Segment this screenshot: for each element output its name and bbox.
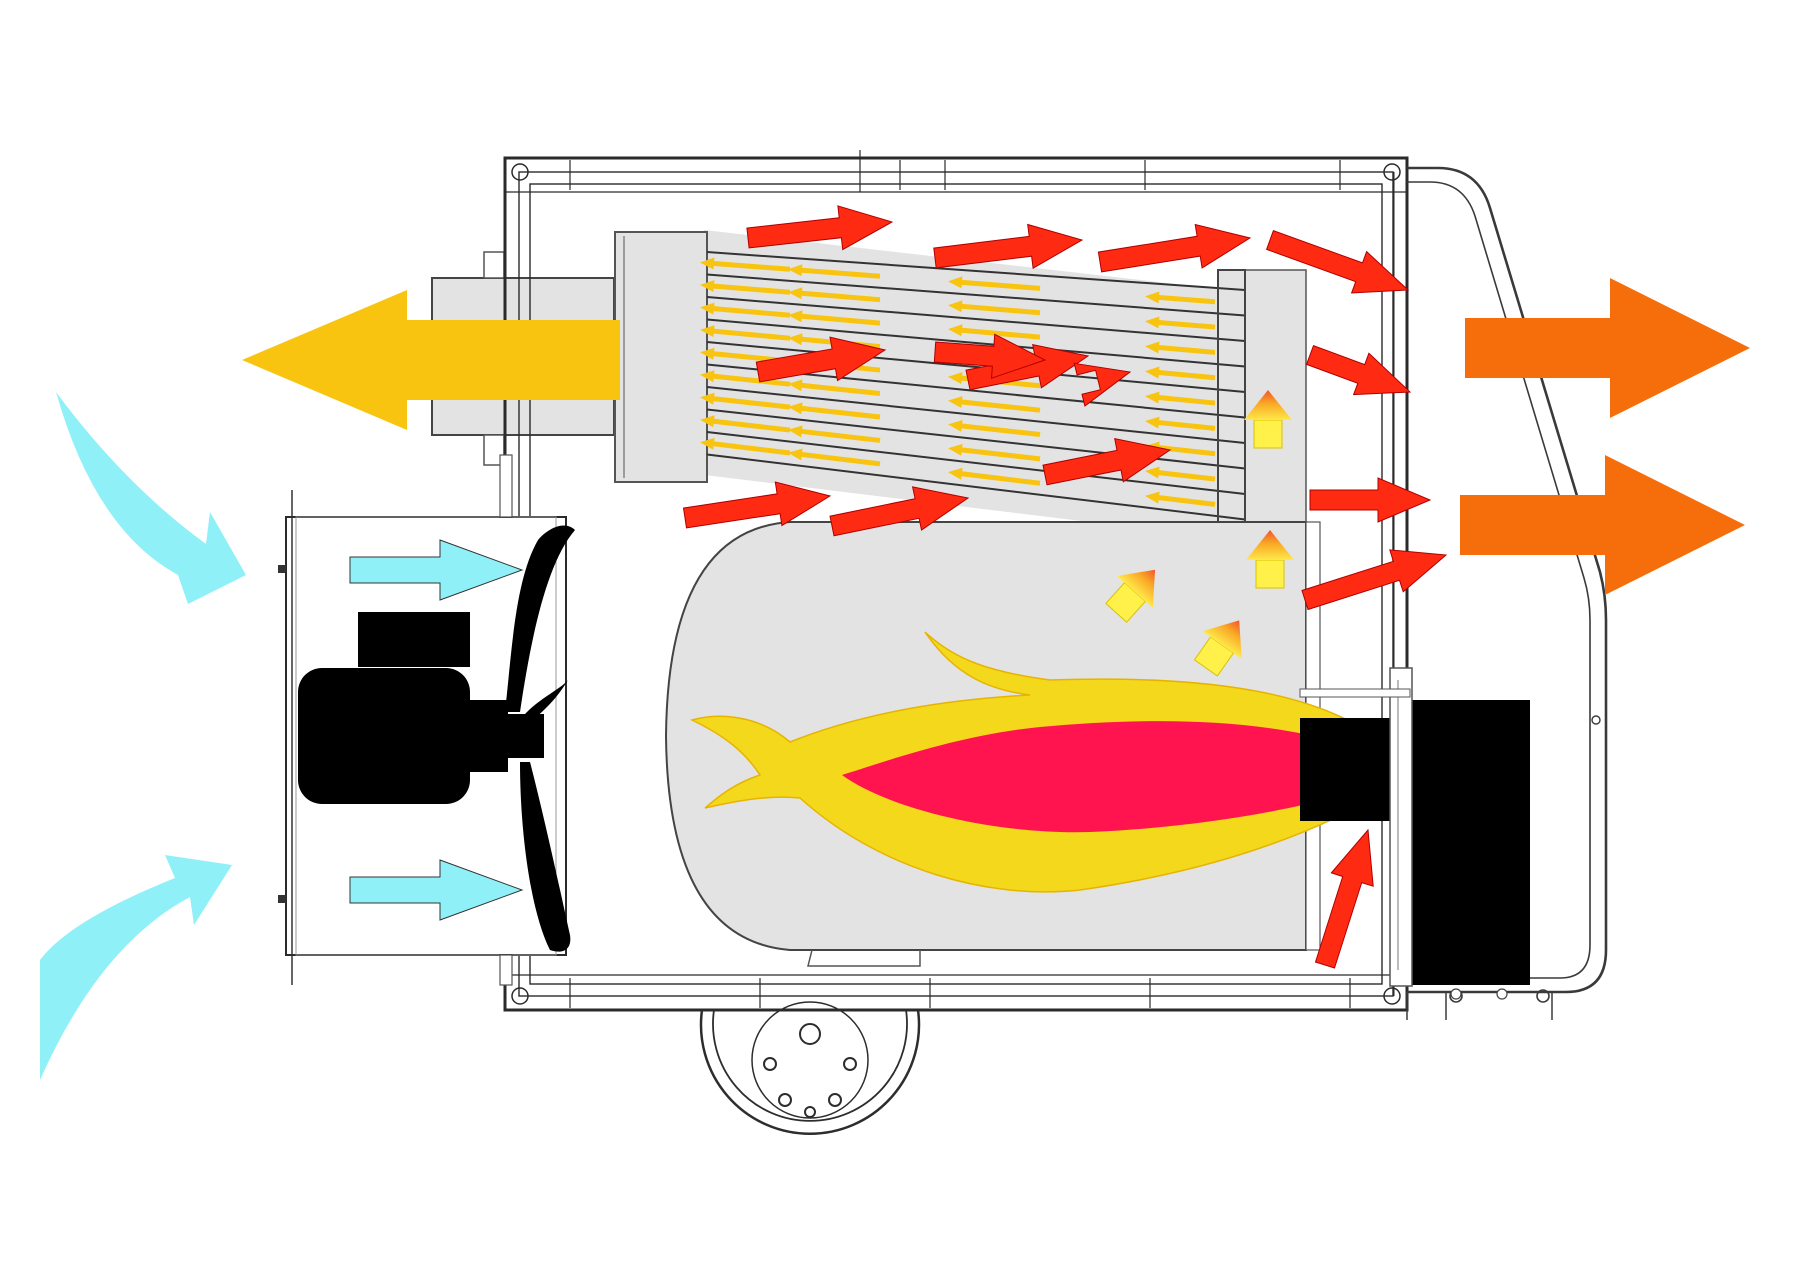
flue-tube-arrow (948, 420, 1041, 437)
flue-tube-arrow (1145, 366, 1216, 381)
rising-heat-arrow (1193, 620, 1242, 677)
intake-straight-arrow (349, 859, 524, 921)
flue-tube-arrow (788, 264, 881, 279)
tube-line (706, 251, 1246, 291)
combustion-arrow (755, 336, 887, 383)
combustion-arrow (682, 481, 832, 529)
tube-line (706, 273, 1246, 317)
intake-straight-arrow (349, 539, 524, 601)
flue-tube-arrow (1145, 416, 1216, 431)
fan-motor (298, 612, 544, 804)
tube-line (706, 296, 1246, 342)
combustion-arrow (1314, 828, 1374, 969)
flue-tube-arrow (1145, 391, 1216, 406)
flue-tube-arrow (1145, 491, 1216, 507)
flue-tube-arrow (1145, 441, 1216, 457)
flue-tube-arrow (948, 324, 1041, 340)
combustion-arrow (746, 205, 894, 251)
tube-line (706, 341, 1246, 393)
combustion-arrow (1301, 549, 1448, 611)
flue-tube-arrow (1145, 341, 1216, 355)
handle (1406, 166, 1608, 1020)
flue-tube-arrow (788, 379, 881, 396)
warm-air-output-arrow (1460, 455, 1745, 595)
rising-heat-indicators (1105, 390, 1294, 677)
flue-tube-arrow (948, 443, 1041, 462)
flue-gas-flow (242, 257, 1216, 507)
burner (1299, 667, 1530, 1000)
cold-air-intake-flow (40, 392, 524, 1080)
rising-heat-arrow (1105, 569, 1156, 623)
flue-tube-arrow (700, 415, 791, 433)
flue-tube-arrow (700, 302, 791, 318)
heat-exchanger (614, 230, 1307, 541)
flame (689, 631, 1417, 893)
tube-line (706, 386, 1246, 444)
warm-air-output-arrow (1465, 278, 1750, 418)
flue-tube-arrow (700, 325, 791, 341)
flue-tube-arrow (948, 467, 1041, 486)
tube-line (706, 453, 1246, 521)
combustion-arrow (933, 223, 1084, 270)
flue-tube-arrow (700, 370, 791, 387)
flue-tube-arrow (948, 396, 1041, 413)
combustion-arrow (1309, 477, 1432, 523)
combustion-gas-flow (682, 205, 1448, 969)
flue-tube-arrow (948, 300, 1041, 316)
tube-line (706, 318, 1246, 368)
flue-tube-arrow (948, 276, 1041, 291)
flue-tube-arrow (700, 280, 791, 295)
flue-tube-arrow (1145, 291, 1216, 305)
combustion-arrow (965, 343, 1090, 391)
combustion-arrow (1265, 229, 1410, 294)
flue-main-arrow (242, 290, 620, 430)
flue-tube-arrow (700, 437, 791, 456)
combustion-arrow (933, 333, 1047, 379)
warm-air-output-flow (1460, 278, 1750, 595)
combustion-arrow (1042, 437, 1172, 486)
flue-tube-arrow (788, 287, 881, 303)
flue-tube-arrow (788, 425, 881, 443)
intake-curved-arrow (56, 392, 246, 604)
flue-tube-arrow (1145, 466, 1216, 482)
heat-exchanger-tubes (706, 251, 1246, 521)
wheel (699, 1001, 921, 1135)
rising-heat-arrow (1246, 530, 1294, 589)
flue-tube-arrow (788, 402, 881, 420)
combustion-arrow (1097, 223, 1252, 273)
fan-blades (505, 525, 575, 952)
flue-tube-arrow (700, 257, 791, 272)
combustion-arrow (829, 486, 970, 537)
rising-heat-arrow (1244, 390, 1292, 449)
combustion-arrow (1305, 344, 1412, 396)
flue-tube-arrow (700, 392, 791, 410)
tube-line (706, 431, 1246, 495)
combustion-arrow (1073, 362, 1132, 407)
flue-tube-arrow (788, 448, 881, 467)
flue-tube-arrow (1145, 316, 1216, 330)
flue-tube-arrow (788, 310, 881, 326)
intake-curved-arrow (40, 855, 232, 1080)
